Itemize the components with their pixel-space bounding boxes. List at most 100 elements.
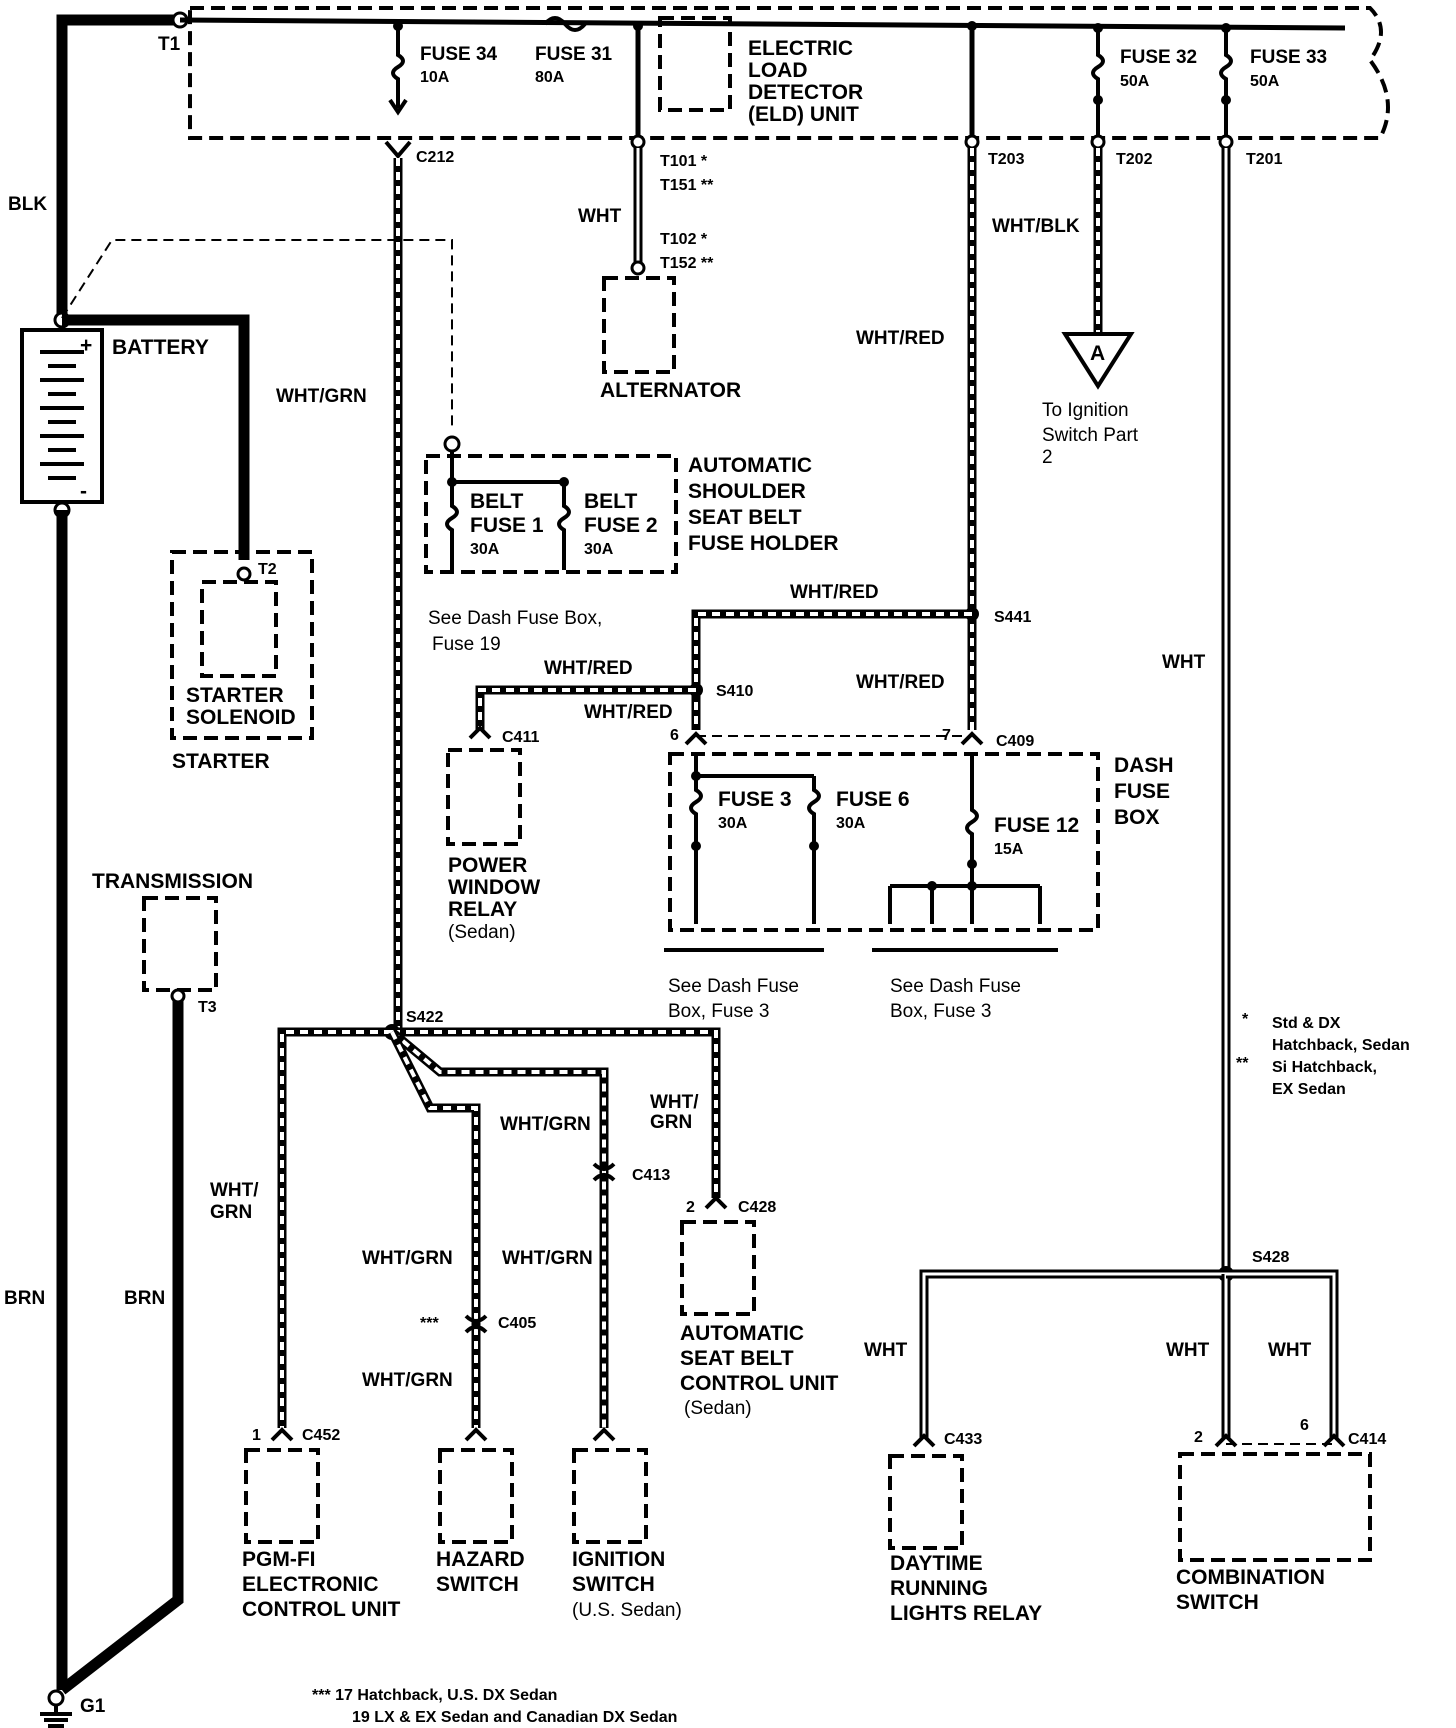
starter-solenoid-box xyxy=(200,580,278,678)
connector-c433-label: C433 xyxy=(944,1431,982,1448)
ground-g1-label: G1 xyxy=(80,1696,106,1717)
wire-label-brn-left: BRN xyxy=(4,1288,45,1309)
wire-label-wht-main: WHT xyxy=(1162,652,1206,673)
seat-belt-control-box xyxy=(680,1220,756,1316)
wire-label-brn-right: BRN xyxy=(124,1288,165,1309)
belt-fuse2-line1: BELT xyxy=(584,490,637,513)
fuse6-symbol xyxy=(807,776,821,924)
brn-transmission-cable xyxy=(58,996,184,1695)
belt-fuse1-amp: 30A xyxy=(470,541,500,558)
connector-c428-label: C428 xyxy=(738,1199,776,1216)
power-window-relay-box xyxy=(446,748,522,846)
connector-c452-symbol xyxy=(270,1427,294,1442)
battery-neg-label: - xyxy=(80,480,87,503)
legend-star1-line1: Std & DX xyxy=(1272,1015,1341,1032)
starter-solenoid-line1: STARTER xyxy=(186,684,284,707)
alternator-label: ALTERNATOR xyxy=(600,379,741,402)
eld-line1: ELECTRIC xyxy=(748,37,853,60)
terminal-t101 xyxy=(630,134,646,150)
eld-line3: DETECTOR xyxy=(748,81,863,104)
drl-line2: RUNNING xyxy=(890,1577,988,1600)
terminal-t2-label: T2 xyxy=(258,561,277,578)
hazard-line2: SWITCH xyxy=(436,1573,519,1596)
splice-s428-label: S428 xyxy=(1252,1249,1289,1266)
belt-fuse1-line2: FUSE 1 xyxy=(470,514,544,537)
fuse6-node2 xyxy=(809,841,819,851)
connector-c405-symbol xyxy=(464,1314,488,1334)
fuse6-amp: 30A xyxy=(836,815,866,832)
belt-holder-line3: SEAT BELT xyxy=(688,506,802,529)
wire-label-wht-red-s441: WHT/RED xyxy=(856,672,945,693)
drl-line3: LIGHTS RELAY xyxy=(890,1602,1042,1625)
wht-grn-hazard-wire xyxy=(387,1029,481,1428)
fuse31-amp: 80A xyxy=(535,69,565,86)
terminal-t3 xyxy=(170,988,186,1004)
connector-c411-symbol xyxy=(468,725,492,740)
fuse12-name: FUSE 12 xyxy=(994,814,1079,837)
seat-belt-control-line4: (Sedan) xyxy=(684,1398,752,1419)
terminal-t151-label: T151 ** xyxy=(660,177,714,194)
ignition-line1: IGNITION xyxy=(572,1548,665,1571)
battery-leader-line xyxy=(61,239,453,430)
wire-label-blk: BLK xyxy=(8,194,47,215)
wire-label-wht-red-main: WHT/RED xyxy=(856,328,945,349)
belt-fuse2-line2: FUSE 2 xyxy=(584,514,658,537)
connector-c405-stars: *** xyxy=(420,1315,439,1332)
fuse34-name: FUSE 34 xyxy=(420,44,498,65)
fuse3-name: FUSE 3 xyxy=(718,788,792,811)
eld-line4: (ELD) UNIT xyxy=(748,103,859,126)
fuse3-6-bus xyxy=(694,754,814,778)
terminal-t102-label: T102 * xyxy=(660,231,708,248)
legend-star2-line2: EX Sedan xyxy=(1272,1081,1346,1098)
hazard-connector-symbol xyxy=(464,1427,488,1442)
fuse3-node2 xyxy=(691,841,701,851)
splice-s410-label: S410 xyxy=(716,683,753,700)
connector-c409-pin7: 7 xyxy=(942,727,951,744)
fuse12-node xyxy=(967,859,977,869)
connector-c212-label: C212 xyxy=(416,149,454,166)
connector-c409-symbol xyxy=(684,731,984,746)
fuse34-symbol xyxy=(391,26,405,108)
terminal-t1-label: T1 xyxy=(158,34,181,55)
ignition-line3: (U.S. Sedan) xyxy=(572,1600,682,1621)
legend-star2-line1: Si Hatchback, xyxy=(1272,1059,1377,1076)
battery-cells-icon xyxy=(40,350,84,480)
belt-fuse1-symbol xyxy=(445,482,459,570)
ignition-ref-line3: 2 xyxy=(1042,447,1053,468)
connector-c428-pin2: 2 xyxy=(686,1199,695,1216)
connector-c409-label: C409 xyxy=(996,733,1034,750)
wire-label-wht-comb2: WHT xyxy=(1268,1340,1312,1361)
starter-label: STARTER xyxy=(172,750,270,773)
drl-relay-box xyxy=(888,1454,964,1550)
starter-solenoid-line2: SOLENOID xyxy=(186,706,296,729)
fuse3-ref-b-line2: Box, Fuse 3 xyxy=(890,1001,991,1022)
seat-belt-control-line1: AUTOMATIC xyxy=(680,1322,804,1345)
wire-label-wht-grn-ign2: WHT/GRN xyxy=(502,1248,593,1269)
connector-c413-symbol xyxy=(592,1162,616,1182)
wire-label-wht-alternator: WHT xyxy=(578,206,622,227)
belt-fuse1-line1: BELT xyxy=(470,490,523,513)
fuse32-symbol xyxy=(1091,28,1105,142)
fuse6-name: FUSE 6 xyxy=(836,788,910,811)
fuse34-arrow xyxy=(388,98,408,116)
terminal-t202 xyxy=(1090,134,1106,150)
terminal-t203 xyxy=(964,134,980,150)
battery-label: BATTERY xyxy=(112,336,209,359)
wire-label-wht-red-s410: WHT/RED xyxy=(584,702,673,723)
terminal-t101-label: T101 * xyxy=(660,153,708,170)
splice-s441-label: S441 xyxy=(994,609,1031,626)
ignition-ref-line2: Switch Part xyxy=(1042,425,1139,446)
eld-unit-box xyxy=(658,16,732,112)
starter-outer-box xyxy=(170,550,314,740)
connector-c409-pin6: 6 xyxy=(670,727,679,744)
belt-holder-line1: AUTOMATIC xyxy=(688,454,812,477)
wire-label-wht-grn-haz2: WHT/GRN xyxy=(362,1370,453,1391)
connector-c433-symbol xyxy=(912,1433,936,1448)
combination-switch-box xyxy=(1178,1452,1372,1562)
belt-fuse-ref-line1: See Dash Fuse Box, xyxy=(428,608,602,629)
alternator-box xyxy=(602,276,676,374)
wire-label-wht-comb1: WHT xyxy=(1166,1340,1210,1361)
footnote-line2: 19 LX & EX Sedan and Canadian DX Sedan xyxy=(352,1709,677,1726)
belt-fuse-holder-box xyxy=(424,454,678,574)
connector-c414-pin6: 6 xyxy=(1300,1417,1309,1434)
